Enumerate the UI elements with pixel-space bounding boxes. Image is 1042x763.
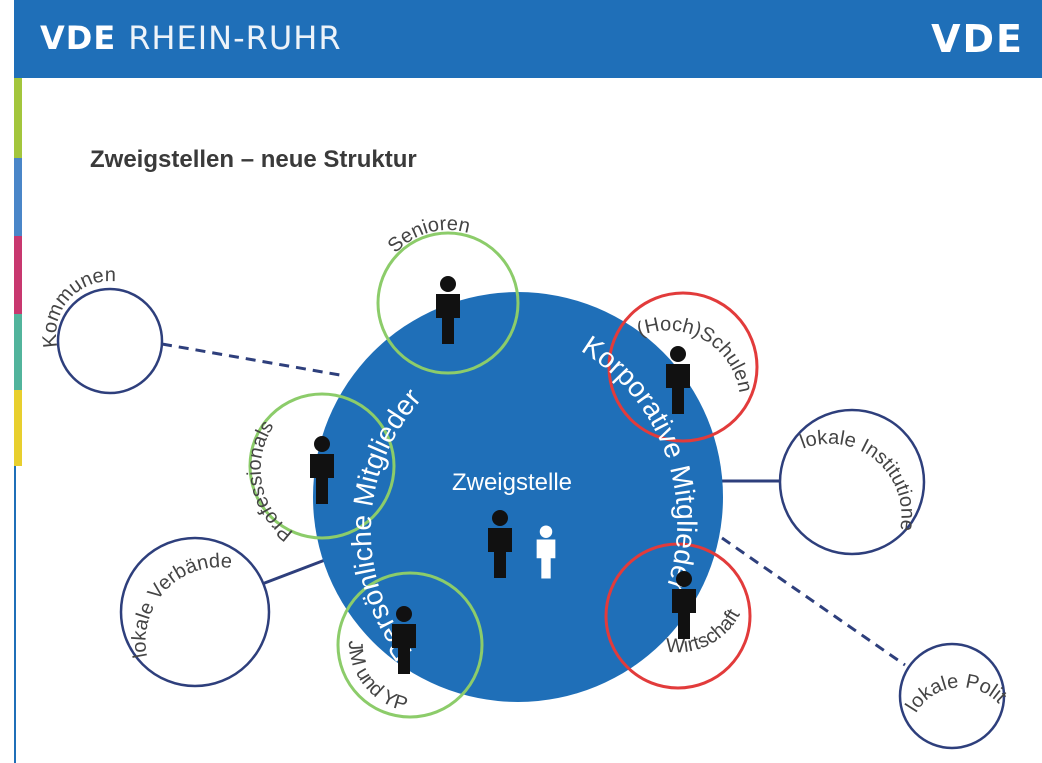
zweigstelle-label: Zweigstelle (452, 469, 572, 496)
professionals-ring (248, 392, 396, 540)
wirtschaft-ring (604, 542, 752, 690)
left-rule (14, 466, 16, 763)
connector-politik (721, 536, 906, 667)
jm-yp-ring (336, 571, 484, 719)
brand-logo-right: VDE (931, 17, 1024, 61)
brand-region: RHEIN-RUHR (128, 19, 342, 57)
verbaende-ring (119, 536, 271, 688)
hochschulen-ring (607, 291, 759, 443)
zweigstelle-circle (313, 292, 723, 702)
kommunen-ring (56, 287, 164, 395)
stripe-green (14, 78, 22, 158)
connector-kommunen (161, 342, 341, 377)
senioren-label: Senioren (384, 213, 473, 257)
brand-logo-text: VDE (40, 19, 117, 57)
stripe-blue (14, 158, 22, 236)
institutionen-ring (778, 408, 926, 556)
senioren-ring (376, 231, 520, 375)
stripe-yellow (14, 390, 22, 466)
header-bar: VDE RHEIN-RUHR VDE (14, 0, 1042, 78)
brand-left: VDE RHEIN-RUHR (40, 19, 342, 57)
professionals-label: Professionals (244, 417, 297, 546)
stripe-magenta (14, 236, 22, 314)
page-title: Zweigstellen – neue Struktur (90, 146, 417, 173)
connector-verbaende (261, 558, 326, 586)
politik-ring (898, 642, 1006, 750)
stripe-teal (14, 314, 22, 390)
